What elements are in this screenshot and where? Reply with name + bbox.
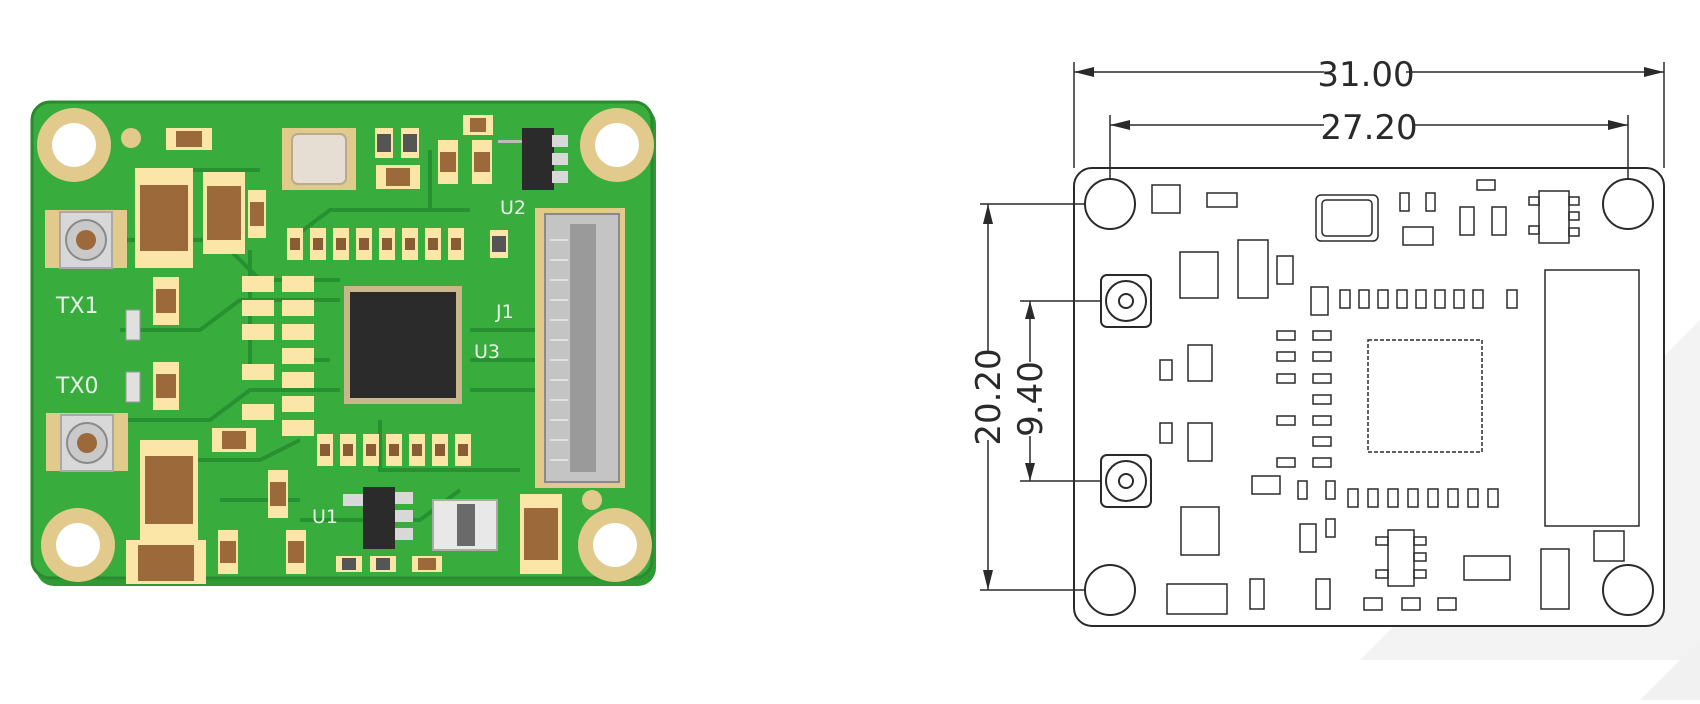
dim-hole-spacing-y: 20.20: [969, 348, 1009, 445]
label-tx0: TX0: [55, 374, 99, 399]
pcb-photo: TX1 TX0 U1 U2 U3 J1: [30, 100, 656, 586]
dim-antenna-spacing: 9.40: [1011, 361, 1051, 437]
label-j1: J1: [495, 301, 514, 323]
crystal-oscillator: [282, 128, 356, 190]
label-u3: U3: [474, 341, 500, 363]
background-shade-corner: [1640, 640, 1700, 700]
main-ic-u3: [344, 286, 462, 404]
pcb-traces: [110, 150, 540, 522]
dim-hole-spacing-x: 27.20: [1320, 108, 1417, 148]
label-u2: U2: [500, 197, 526, 219]
dimension-drawing: [980, 62, 1665, 627]
antenna-connector-tx1: [45, 210, 127, 269]
large-components: [126, 168, 562, 584]
dimension-arrows: [983, 67, 1664, 590]
label-u1: U1: [312, 506, 338, 528]
dim-overall-width: 31.00: [1317, 55, 1414, 95]
dimension-labels: 31.00 27.20 20.20 9.40: [969, 55, 1418, 446]
fpc-connector-j1: [535, 208, 625, 488]
antenna-connector-tx0: [46, 413, 128, 472]
mounting-holes: [37, 108, 654, 582]
regulator-u2: [498, 128, 568, 190]
dimension-lines: [980, 62, 1665, 591]
drawing-components: [1151, 179, 1640, 615]
small-passives: [125, 115, 508, 574]
resistor-rows: [242, 228, 471, 466]
regulator-u1: [343, 487, 413, 549]
hole-bottom-right: [1602, 564, 1654, 616]
board-outline: [1073, 167, 1665, 627]
label-tx1: TX1: [55, 294, 99, 319]
silkscreen-labels: TX1 TX0 U1 U2 U3 J1: [55, 197, 526, 528]
